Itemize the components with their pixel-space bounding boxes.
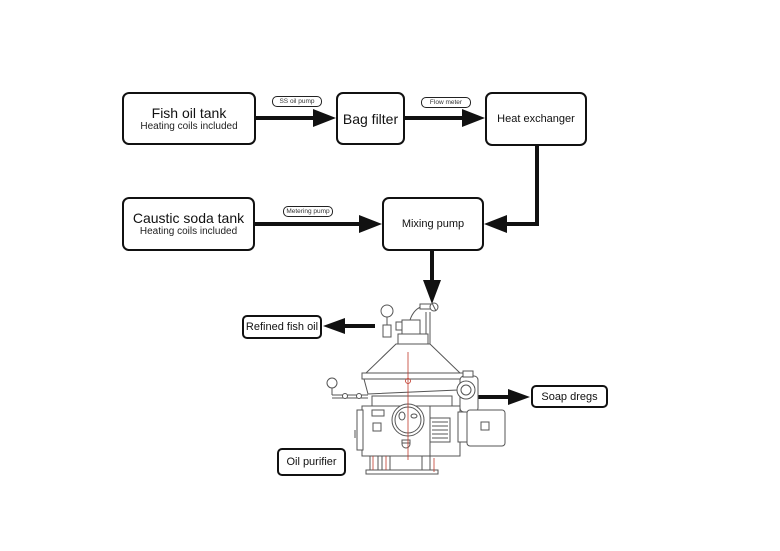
node-title: Mixing pump <box>401 218 465 230</box>
node-title: Soap dregs <box>541 390 598 403</box>
label-ss-oil-pump: SS oil pump <box>272 96 322 107</box>
pressure-gauge-icon <box>326 377 338 389</box>
arrowhead <box>508 389 530 405</box>
arrowhead <box>423 280 441 304</box>
node-title: Fish oil tank <box>151 104 227 121</box>
node-title: Oil purifier <box>286 456 337 468</box>
node-mixing-pump: Mixing pump <box>382 197 484 251</box>
node-caustic-soda-tank: Caustic soda tank Heating coils included <box>122 197 255 251</box>
node-title: Heat exchanger <box>497 113 575 125</box>
arrowhead <box>462 109 485 127</box>
node-refined-fish-oil: Refined fish oil <box>242 315 322 339</box>
label-metering-pump: Metering pump <box>283 206 333 217</box>
arrowhead <box>323 318 345 334</box>
arrowhead <box>484 215 507 233</box>
node-heat-exchanger: Heat exchanger <box>485 92 587 146</box>
node-soap-dregs: Soap dregs <box>531 385 608 408</box>
node-subtitle: Heating coils included <box>139 226 238 237</box>
pressure-gauge-icon <box>380 304 394 318</box>
node-title: Refined fish oil <box>245 321 319 333</box>
arrow-heatexchanger-to-mixingpump <box>502 146 539 226</box>
node-title: Caustic soda tank <box>132 210 245 226</box>
node-fish-oil-tank: Fish oil tank Heating coils included <box>122 92 256 145</box>
arrowhead <box>359 215 382 233</box>
label-flow-meter: Flow meter <box>421 97 471 108</box>
arrowhead <box>313 109 336 127</box>
node-title: Bag filter <box>342 110 399 127</box>
node-subtitle: Heating coils included <box>140 120 238 132</box>
node-bag-filter: Bag filter <box>336 92 405 145</box>
node-oil-purifier: Oil purifier <box>277 448 346 476</box>
